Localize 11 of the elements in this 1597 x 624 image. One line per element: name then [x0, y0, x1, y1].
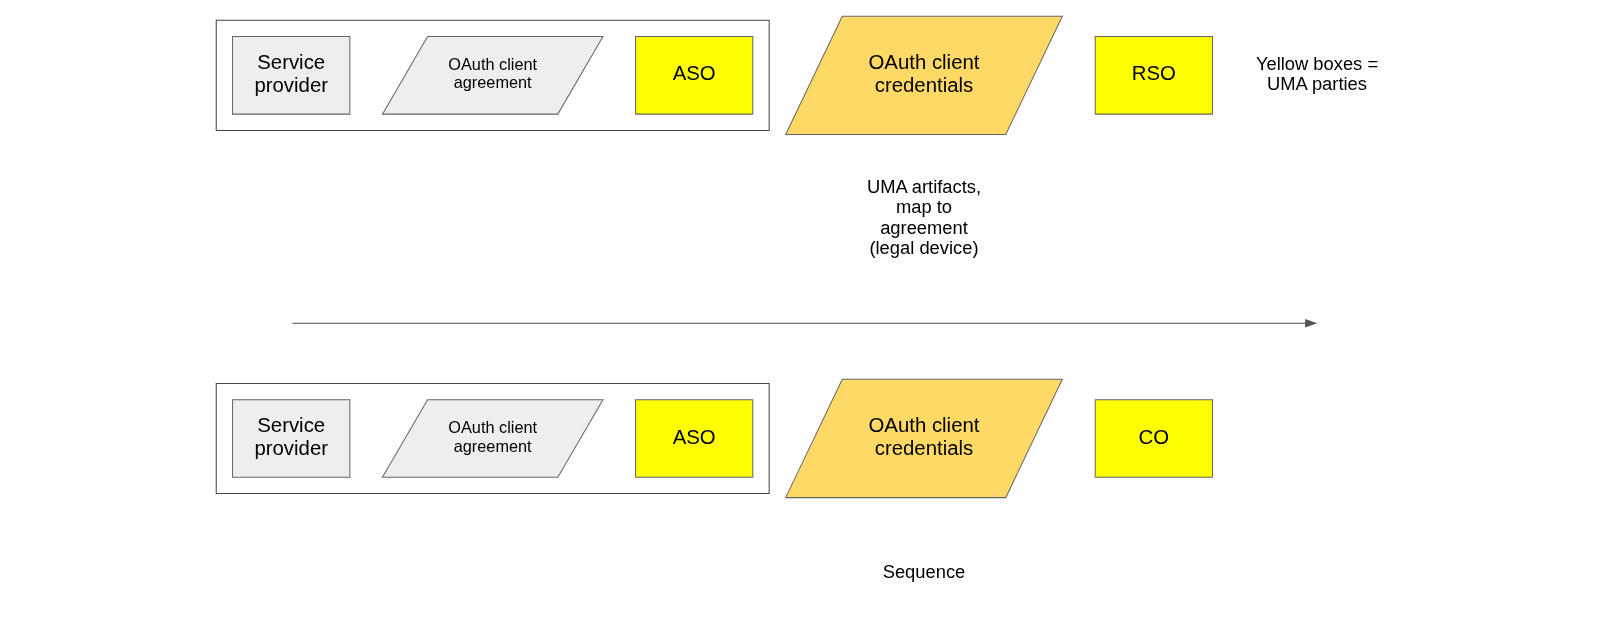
- node-box: Service provider: [232, 399, 351, 478]
- label: UMA artifacts, map to agreement (legal device): [866, 176, 982, 259]
- node-box: ASO: [635, 36, 754, 115]
- node-box: ASO: [635, 399, 754, 478]
- node-box: CO: [1094, 399, 1213, 478]
- node-box: RSO: [1094, 36, 1213, 115]
- cluster: [215, 19, 770, 131]
- label: Sequence: [882, 560, 966, 582]
- label: Yellow boxes = UMA parties: [1255, 52, 1379, 95]
- node-box: Service provider: [232, 36, 351, 115]
- cluster: [215, 382, 770, 495]
